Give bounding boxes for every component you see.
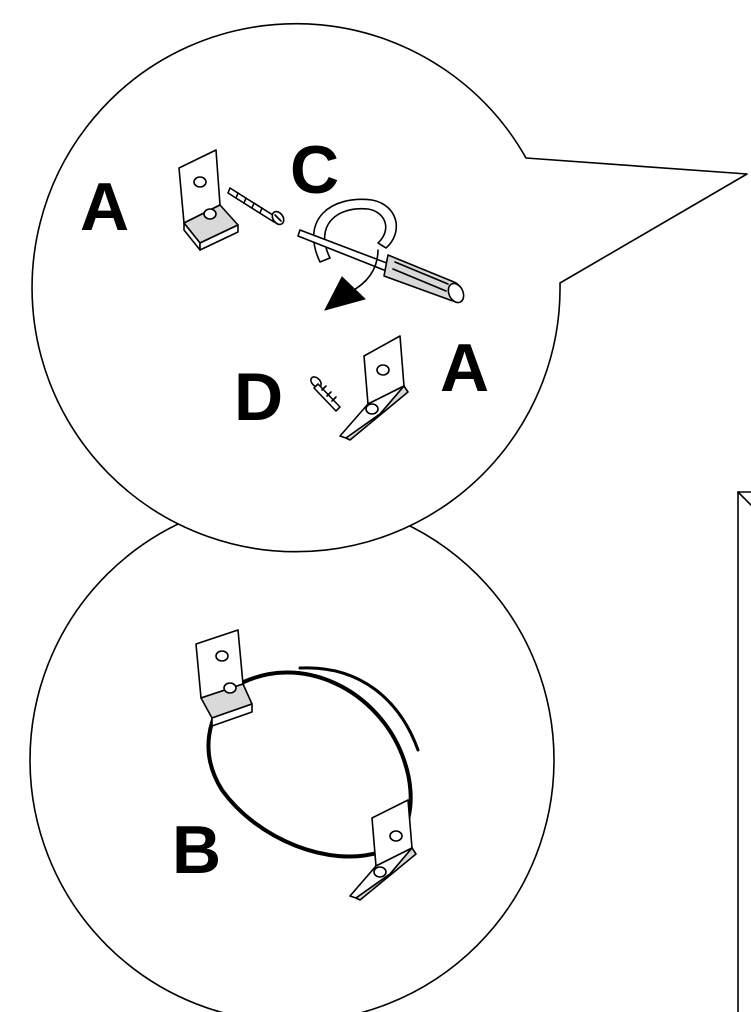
label-b: B: [172, 812, 221, 888]
label-c: C: [290, 132, 339, 208]
label-d: D: [234, 359, 283, 435]
product-outline: [738, 492, 751, 1012]
label-a-right: A: [440, 330, 489, 406]
label-a-top: A: [80, 169, 129, 245]
upper-callout-bubble: [32, 24, 747, 552]
lower-detail-circle: [30, 498, 554, 1012]
